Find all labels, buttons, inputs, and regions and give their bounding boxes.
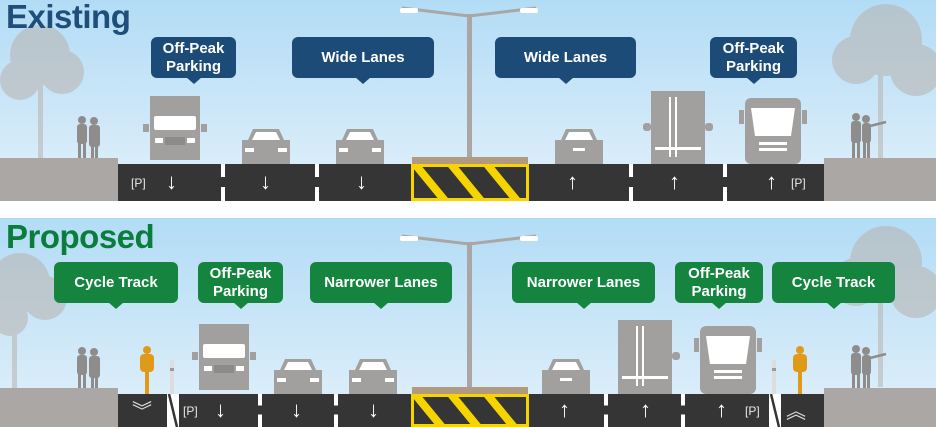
box-truck-icon (143, 96, 207, 160)
lane-divider (723, 164, 727, 201)
lane-arrow-up: ↑ (766, 169, 777, 194)
lane-divider (629, 164, 633, 201)
car-rear-icon (555, 129, 603, 164)
lane-arrow-up: ↑ (669, 169, 680, 194)
car-icon (349, 359, 397, 394)
bus-icon (739, 98, 807, 164)
lane-arrow-down: ↓ (260, 169, 271, 194)
semi-trailer-icon (618, 320, 680, 394)
car-rear-icon (542, 359, 590, 394)
box-truck-icon (192, 324, 256, 390)
section-title-proposed: Proposed (6, 218, 155, 255)
parking-tag: [P] (131, 176, 146, 190)
flex-post-icon (772, 360, 776, 396)
parking-tag: [P] (791, 176, 806, 190)
sidewalk-left (0, 388, 118, 427)
lane-divider (334, 394, 338, 427)
label-off-peak-parking-right: Off-Peak Parking (675, 262, 763, 309)
label-off-peak-parking-right: Off-Peak Parking (710, 37, 797, 84)
sidewalk-left (0, 158, 118, 201)
label-cycle-track-right: Cycle Track (772, 262, 895, 309)
cycle-track-buffer (769, 394, 781, 427)
pedestrians-icon (77, 116, 100, 159)
lane-arrow-down: ↓ (368, 397, 379, 422)
label-wide-lanes-right: Wide Lanes (495, 37, 636, 84)
pedestrians-icon (77, 347, 100, 390)
pedestrians-icon (851, 113, 887, 159)
median-curb (412, 387, 528, 394)
tree-right-icon (832, 4, 936, 160)
cycle-track-buffer (167, 394, 179, 427)
lane-divider (604, 394, 608, 427)
lane-divider (221, 164, 225, 201)
car-icon (242, 129, 290, 164)
bus-icon (694, 326, 762, 394)
label-narrower-lanes-right: Narrower Lanes (512, 262, 655, 309)
median-curb (412, 157, 528, 164)
proposed-cross-section: Proposed Cycle Track Off-Peak Parking Na… (0, 218, 936, 427)
lane-arrow-down: ↓ (166, 169, 177, 194)
lane-divider (315, 164, 319, 201)
cycle-direction-chevron-down: ︾ (132, 401, 152, 423)
lane-arrow-up: ↑ (559, 397, 570, 422)
semi-trailer-icon (643, 91, 713, 164)
street-lamp-icon (400, 234, 538, 392)
label-cycle-track-left: Cycle Track (54, 262, 178, 309)
label-off-peak-parking-left: Off-Peak Parking (151, 37, 236, 84)
street-lamp-icon (400, 6, 538, 164)
parking-tag: [P] (745, 404, 760, 418)
tree-left-icon (0, 25, 84, 160)
section-title-existing: Existing (6, 0, 131, 35)
cyclist-icon (793, 346, 807, 394)
parking-tag: [P] (183, 404, 198, 418)
car-icon (274, 359, 322, 394)
label-off-peak-parking-left: Off-Peak Parking (198, 262, 283, 309)
lane-divider (681, 394, 685, 427)
lane-arrow-up: ↑ (716, 397, 727, 422)
lane-arrow-down: ↓ (356, 169, 367, 194)
median-hatched (411, 394, 529, 427)
lane-arrow-down: ↓ (215, 397, 226, 422)
sidewalk-right (824, 388, 936, 427)
existing-cross-section: Existing Off-Peak Parking Wide Lanes Wid… (0, 0, 936, 201)
lane-divider (258, 394, 262, 427)
lane-arrow-up: ↑ (640, 397, 651, 422)
lane-arrow-up: ↑ (567, 169, 578, 194)
lane-arrow-down: ↓ (291, 397, 302, 422)
car-icon (336, 129, 384, 164)
sidewalk-right (824, 158, 936, 201)
label-wide-lanes-left: Wide Lanes (292, 37, 434, 84)
flex-post-icon (170, 360, 174, 396)
cycle-direction-chevron-up: ︽ (786, 401, 806, 423)
cyclist-icon (140, 346, 154, 394)
label-narrower-lanes-left: Narrower Lanes (310, 262, 452, 309)
pedestrians-icon (851, 345, 887, 391)
median-hatched (411, 164, 529, 201)
